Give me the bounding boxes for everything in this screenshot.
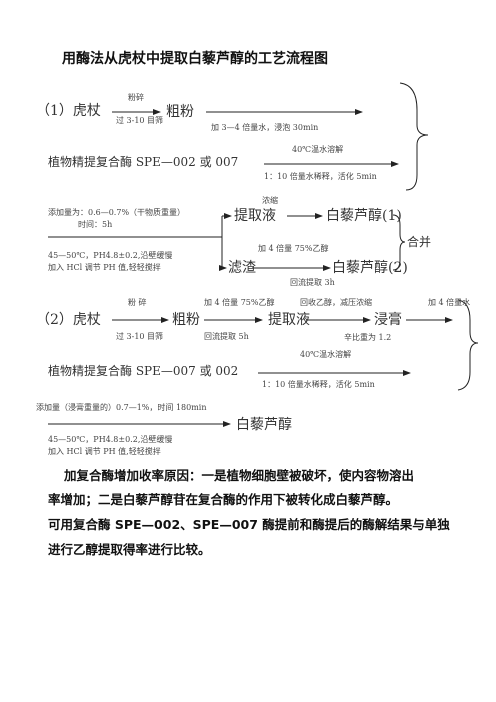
paragraph-line-2: 率增加；二是白藜芦醇苷在复合酶的作用下被转化成白藜芦醇。: [48, 492, 399, 507]
process2-label: （2）虎杖: [36, 312, 101, 328]
cond-amount-2: 添加量（浸膏重量的）0.7—1%，时间 180min: [36, 403, 207, 412]
brace-group-1: [399, 82, 429, 191]
label-concentrate: 浓缩: [262, 196, 278, 205]
label-soak: 加 3—4 倍量水，浸泡 30min: [211, 123, 319, 132]
label-warm-water-1: 40℃温水溶解: [292, 145, 344, 154]
node-residue: 滤渣: [228, 260, 256, 276]
label-warm-water-2: 40℃温水溶解: [300, 350, 352, 359]
process1-label: （1）虎杖: [36, 103, 101, 119]
label-sieve: 过 3-10 目筛: [116, 116, 164, 125]
paragraph-line-3: 可用复合酶 SPE—002、SPE—007 酶提前和酶提后的酶解结果与单独: [48, 517, 450, 532]
node-crude-powder: 粗粉: [166, 104, 194, 120]
label-specific-gravity: 辛比重为 1.2: [344, 333, 392, 342]
node-resveratrol-final: 白藜芦醇: [236, 417, 292, 433]
page-title: 用酶法从虎杖中提取白藜芦醇的工艺流程图: [62, 51, 328, 67]
node-resveratrol-1: 白藜芦醇(1): [326, 208, 402, 224]
cond-temp-2: 45—50℃，PH4.8±0.2,沿壁缓慢: [48, 435, 173, 444]
merge-brace: [392, 214, 406, 271]
label-sieve-2: 过 3-10 目筛: [116, 332, 164, 341]
cond-amount-1: 添加量为：0.6—0.7%（干物质重量）: [48, 208, 186, 217]
cond-time-1: 时间：5h: [78, 220, 113, 229]
cond-hcl-1: 加入 HCl 调节 PH 值,轻轻搅拌: [48, 263, 161, 272]
label-crush: 粉碎: [128, 93, 144, 102]
node-extract-1: 提取液: [234, 208, 276, 224]
label-dilute-1: 1：10 倍量水稀释，活化 5min: [264, 172, 377, 181]
label-add-water: 加 4 倍量水: [428, 298, 471, 307]
label-reflux-3h: 回流提取 3h: [290, 278, 335, 287]
cond-temp-1: 45—50℃，PH4.8±0.2,沿壁缓慢: [48, 251, 173, 260]
node-paste: 浸膏: [374, 312, 402, 328]
paragraph-line-1: 加复合酶增加收率原因：一是植物细胞壁被破坏，使内容物溶出: [64, 468, 415, 483]
brace-group-2: [457, 299, 479, 391]
merge-label: 合并: [407, 235, 432, 249]
enzyme-label-1: 植物精提复合酶 SPE—002 或 007: [48, 155, 239, 169]
label-recover-ethanol: 回收乙醇，减压浓缩: [300, 298, 372, 307]
cond-hcl-2: 加入 HCl 调节 PH 值,轻轻搅拌: [48, 447, 161, 456]
node-extract-2: 提取液: [268, 312, 310, 328]
label-crush-2: 粉 碎: [128, 298, 147, 307]
label-ethanol-1: 加 4 倍量 75%乙醇: [258, 244, 329, 253]
label-ethanol-2: 加 4 倍量 75%乙醇: [204, 298, 275, 307]
enzyme-label-2: 植物精提复合酶 SPE—007 或 002: [48, 364, 239, 378]
node-resveratrol-2: 白藜芦醇(2): [332, 260, 408, 276]
node-crude-powder-2: 粗粉: [172, 312, 200, 328]
label-dilute-2: 1：10 倍量水稀释，活化 5min: [262, 380, 375, 389]
paragraph-line-4: 进行乙醇提取得率进行比较。: [48, 542, 211, 557]
label-reflux-5h: 回流提取 5h: [204, 332, 249, 341]
